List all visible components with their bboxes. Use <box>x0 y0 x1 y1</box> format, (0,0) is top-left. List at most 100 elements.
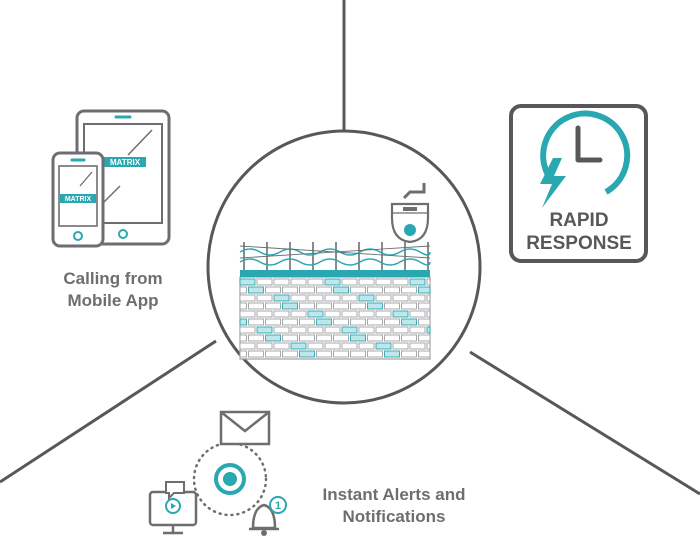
brick <box>316 286 332 294</box>
brick <box>341 310 358 318</box>
tablet-brand-label: MATRIX <box>110 158 141 167</box>
brick <box>265 302 281 310</box>
brick <box>248 318 264 326</box>
ptz-camera-icon <box>390 183 430 244</box>
brick <box>375 310 392 318</box>
brick <box>426 294 431 302</box>
brick <box>367 334 383 342</box>
brick <box>273 294 290 302</box>
brick <box>409 326 426 334</box>
brick <box>316 350 332 358</box>
brick <box>426 310 431 318</box>
brick <box>324 342 341 350</box>
rapid-label: RAPID <box>549 210 608 231</box>
brick <box>256 326 273 334</box>
brick <box>333 350 349 358</box>
mobile-app-caption-line2: Mobile App <box>67 291 159 310</box>
brick <box>273 310 290 318</box>
brick <box>316 318 332 326</box>
brick <box>316 334 332 342</box>
brick <box>307 310 324 318</box>
brick <box>350 318 366 326</box>
brick <box>392 278 409 286</box>
brick <box>358 310 375 318</box>
brick <box>290 326 307 334</box>
brick <box>239 318 247 326</box>
brick <box>384 350 400 358</box>
alerts-icon-cluster: 1 <box>148 410 287 536</box>
brick <box>248 286 264 294</box>
brick <box>239 334 247 342</box>
brick <box>333 286 349 294</box>
brick <box>239 350 247 358</box>
mobile-app-icon: MATRIX MATRIX <box>51 109 171 248</box>
brick <box>282 286 298 294</box>
brick <box>307 294 324 302</box>
brick <box>273 342 290 350</box>
brick <box>409 278 426 286</box>
brick <box>392 310 409 318</box>
brick <box>290 342 307 350</box>
brick <box>350 286 366 294</box>
brick <box>256 310 273 318</box>
brick <box>341 342 358 350</box>
brick <box>384 302 400 310</box>
brick <box>375 278 392 286</box>
brick <box>299 318 315 326</box>
brick <box>384 318 400 326</box>
brick <box>282 350 298 358</box>
monitor-video-icon <box>148 481 198 535</box>
connector-left <box>0 339 217 484</box>
brick <box>350 350 366 358</box>
brick <box>273 278 290 286</box>
phone-brand-label: MATRIX <box>65 196 92 203</box>
brick <box>418 286 431 294</box>
brick <box>375 294 392 302</box>
brick <box>265 286 281 294</box>
brick <box>350 334 366 342</box>
alerts-caption-line1: Instant Alerts and <box>322 485 466 504</box>
brick <box>367 286 383 294</box>
brick <box>392 342 409 350</box>
brick <box>290 294 307 302</box>
connector-lines <box>0 0 700 496</box>
alerts-caption: Instant Alerts and Notifications <box>302 484 486 528</box>
brick <box>418 334 431 342</box>
brick <box>239 326 256 334</box>
brick <box>299 334 315 342</box>
brick <box>239 294 256 302</box>
mobile-app-caption: Calling from Mobile App <box>38 268 188 312</box>
brick <box>290 278 307 286</box>
brick <box>282 302 298 310</box>
brick <box>384 286 400 294</box>
brick <box>409 294 426 302</box>
brick <box>256 342 273 350</box>
brick <box>239 310 256 318</box>
brick <box>426 342 431 350</box>
brick <box>375 326 392 334</box>
brick <box>248 302 264 310</box>
brick <box>426 278 431 286</box>
brick <box>401 350 417 358</box>
rapid-response-badge: RAPID RESPONSE <box>509 104 648 263</box>
brick <box>341 294 358 302</box>
brick <box>299 286 315 294</box>
brick <box>418 302 431 310</box>
brick <box>324 310 341 318</box>
brick <box>299 350 315 358</box>
brick <box>367 350 383 358</box>
brick <box>401 286 417 294</box>
barbed-wire-gray <box>239 245 431 259</box>
brick <box>358 294 375 302</box>
notification-badge <box>269 496 287 514</box>
brick <box>324 278 341 286</box>
brick <box>333 334 349 342</box>
alerts-caption-line2: Notifications <box>342 507 446 526</box>
brick <box>299 302 315 310</box>
brick <box>273 326 290 334</box>
mobile-app-caption-line1: Calling from <box>63 269 163 288</box>
brick <box>418 350 431 358</box>
brick <box>265 318 281 326</box>
brick <box>367 318 383 326</box>
